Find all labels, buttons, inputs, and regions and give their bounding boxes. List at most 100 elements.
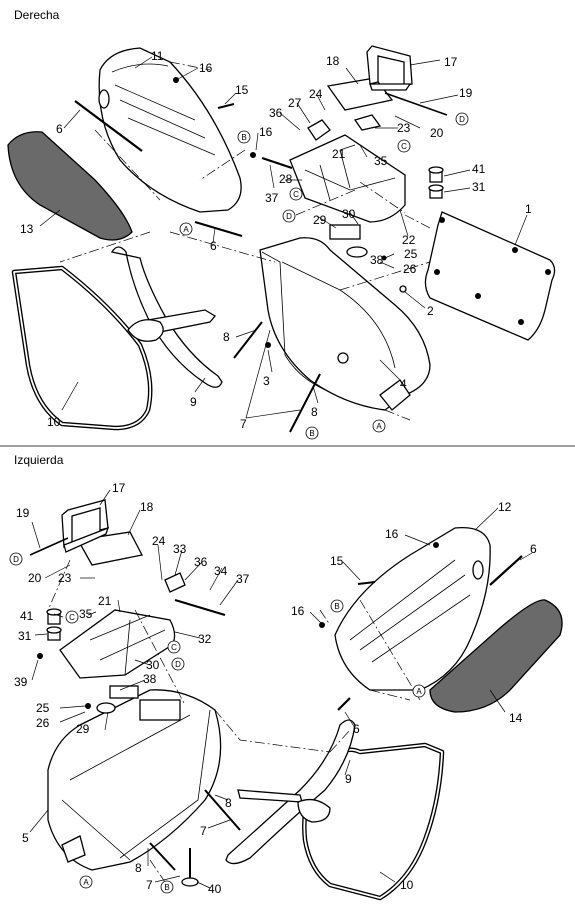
callout-number-bottom-17: 38 xyxy=(143,672,157,686)
callout-number-top-26: 38 xyxy=(370,253,384,267)
part-nut-16-left-2 xyxy=(319,622,325,628)
callout-number-bottom-20: 29 xyxy=(76,722,90,736)
part-rod-right-2 xyxy=(194,220,243,238)
part-trim-panel-left xyxy=(429,599,563,713)
callout-number-bottom-16: 39 xyxy=(14,675,28,689)
callout-number-top-13: 23 xyxy=(397,121,411,135)
callout-number-bottom-19: 26 xyxy=(36,716,50,730)
callout-number-bottom-3: 20 xyxy=(28,571,42,585)
callout-number-bottom-24: 6 xyxy=(530,542,537,556)
callout-number-bottom-7: 36 xyxy=(194,555,208,569)
part-seal-right xyxy=(11,265,153,431)
reference-circle-a-5: A xyxy=(179,222,193,236)
callout-number-bottom-4: 23 xyxy=(58,571,72,585)
svg-text:A: A xyxy=(416,687,422,696)
part-rod-left-1 xyxy=(489,555,523,586)
callout-number-top-2: 15 xyxy=(235,83,249,97)
svg-text:B: B xyxy=(241,133,246,142)
callout-number-top-33: 10 xyxy=(47,415,61,429)
callout-number-top-31: 4 xyxy=(400,377,407,391)
callout-number-top-18: 37 xyxy=(265,191,279,205)
part-knob-41-right xyxy=(428,166,444,183)
callout-number-top-25: 25 xyxy=(404,247,418,261)
callout-number-bottom-25: 16 xyxy=(291,604,305,618)
part-strap-left xyxy=(225,719,356,865)
callout-number-top-32: 9 xyxy=(190,395,197,409)
callout-number-top-17: 28 xyxy=(279,172,293,186)
part-nut-16-right-1 xyxy=(173,77,179,83)
part-foot-40 xyxy=(181,848,199,887)
callout-number-top-5: 13 xyxy=(20,222,34,236)
svg-text:A: A xyxy=(183,225,189,234)
part-lock-mechanism-right xyxy=(261,114,406,258)
part-screw-15-left xyxy=(357,581,376,585)
part-knob-31-left xyxy=(46,626,62,641)
part-rod-left-2 xyxy=(337,697,351,711)
svg-text:B: B xyxy=(164,883,169,892)
part-case-right xyxy=(259,237,431,411)
callout-number-bottom-18: 25 xyxy=(36,701,50,715)
callout-number-top-27: 26 xyxy=(403,262,417,276)
part-rod-right-1 xyxy=(74,100,143,152)
callout-number-top-21: 22 xyxy=(402,233,416,247)
callout-number-bottom-9: 37 xyxy=(236,572,250,586)
part-bolt-8-left-2 xyxy=(149,842,176,871)
part-nut-16-right-2 xyxy=(250,152,256,158)
part-screw-39 xyxy=(37,653,43,659)
reference-circle-b-15: B xyxy=(160,880,174,894)
svg-text:A: A xyxy=(83,878,89,887)
callout-number-top-10: 24 xyxy=(309,87,323,101)
part-screw-15-right xyxy=(217,103,235,109)
part-strap-right xyxy=(110,246,223,388)
reference-circle-a-14: A xyxy=(79,875,93,889)
callout-number-top-30: 3 xyxy=(263,374,270,388)
callout-number-top-29: 8 xyxy=(223,330,230,344)
callout-number-top-9: 19 xyxy=(459,86,473,100)
part-handle-right xyxy=(366,45,413,91)
svg-text:D: D xyxy=(286,212,292,221)
callout-number-bottom-15: 30 xyxy=(146,658,160,672)
part-case-left xyxy=(47,689,222,871)
callout-number-top-15: 21 xyxy=(332,147,346,161)
part-handle-left xyxy=(61,499,110,553)
reference-circle-c-9: C xyxy=(65,610,79,624)
svg-text:B: B xyxy=(334,602,339,611)
callout-number-bottom-22: 16 xyxy=(385,527,399,541)
callout-number-top-12: 36 xyxy=(269,106,283,120)
callout-number-top-6: 6 xyxy=(210,239,217,253)
callout-number-top-1: 16 xyxy=(199,61,213,75)
section-title-left: Izquierda xyxy=(14,453,64,467)
callout-number-bottom-30: 8 xyxy=(225,796,232,810)
callout-number-top-23: 31 xyxy=(472,180,486,194)
callout-number-bottom-14: 32 xyxy=(198,632,212,646)
callout-number-bottom-6: 33 xyxy=(173,542,187,556)
callout-number-top-35: 8 xyxy=(311,405,318,419)
callout-number-top-24: 1 xyxy=(525,202,532,216)
part-rod-19-left xyxy=(29,537,69,556)
callout-number-top-11: 27 xyxy=(288,96,302,110)
part-trim-panel-right xyxy=(7,131,133,241)
reference-circle-b-12: B xyxy=(330,599,344,613)
section-title-right: Derecha xyxy=(14,8,60,22)
svg-text:C: C xyxy=(293,190,299,199)
part-lid-left xyxy=(334,526,491,691)
reference-circle-c-3: C xyxy=(289,187,303,201)
reference-circle-c-10: C xyxy=(167,640,181,654)
part-lid-right xyxy=(98,47,242,213)
reference-circle-d-4: D xyxy=(282,209,296,223)
part-screw-25-left xyxy=(85,703,91,709)
callout-number-bottom-8: 34 xyxy=(214,564,228,578)
callout-number-bottom-0: 17 xyxy=(112,481,126,495)
callout-number-top-16: 35 xyxy=(374,154,388,168)
callout-number-bottom-31: 7 xyxy=(200,824,207,838)
reference-circle-a-7: A xyxy=(372,419,386,433)
callout-number-bottom-2: 19 xyxy=(16,506,30,520)
callout-number-top-7: 18 xyxy=(326,54,340,68)
part-cover-plate-right xyxy=(326,77,394,111)
callout-number-bottom-5: 24 xyxy=(152,534,166,548)
part-lock-mechanism-left xyxy=(59,572,226,714)
part-washer-2-right xyxy=(399,285,407,293)
callout-number-bottom-32: 8 xyxy=(135,861,142,875)
callout-number-top-14: 20 xyxy=(430,126,444,140)
